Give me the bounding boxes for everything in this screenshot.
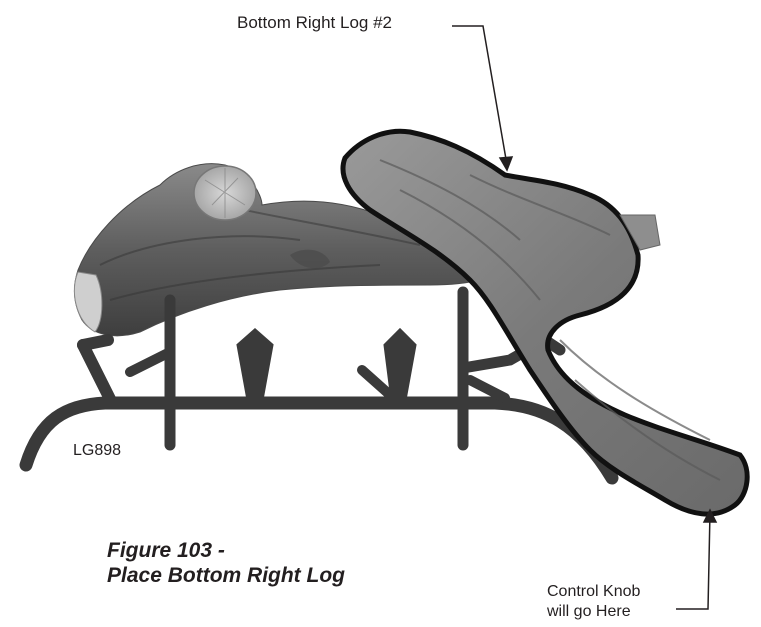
bottom-right-log [343, 131, 747, 514]
figure-caption: Figure 103 - Place Bottom Right Log [107, 538, 345, 588]
model-code-label: LG898 [73, 441, 121, 460]
figure-caption-line1: Figure 103 - [107, 538, 345, 563]
figure-caption-line2: Place Bottom Right Log [107, 563, 345, 588]
callout-control-knob-line2: will go Here [547, 602, 640, 622]
callout-control-knob-line1: Control Knob [547, 582, 640, 602]
callout-leader-knob [676, 510, 716, 609]
callout-bottom-right-log: Bottom Right Log #2 [237, 13, 392, 33]
callout-control-knob: Control Knob will go Here [547, 582, 640, 622]
